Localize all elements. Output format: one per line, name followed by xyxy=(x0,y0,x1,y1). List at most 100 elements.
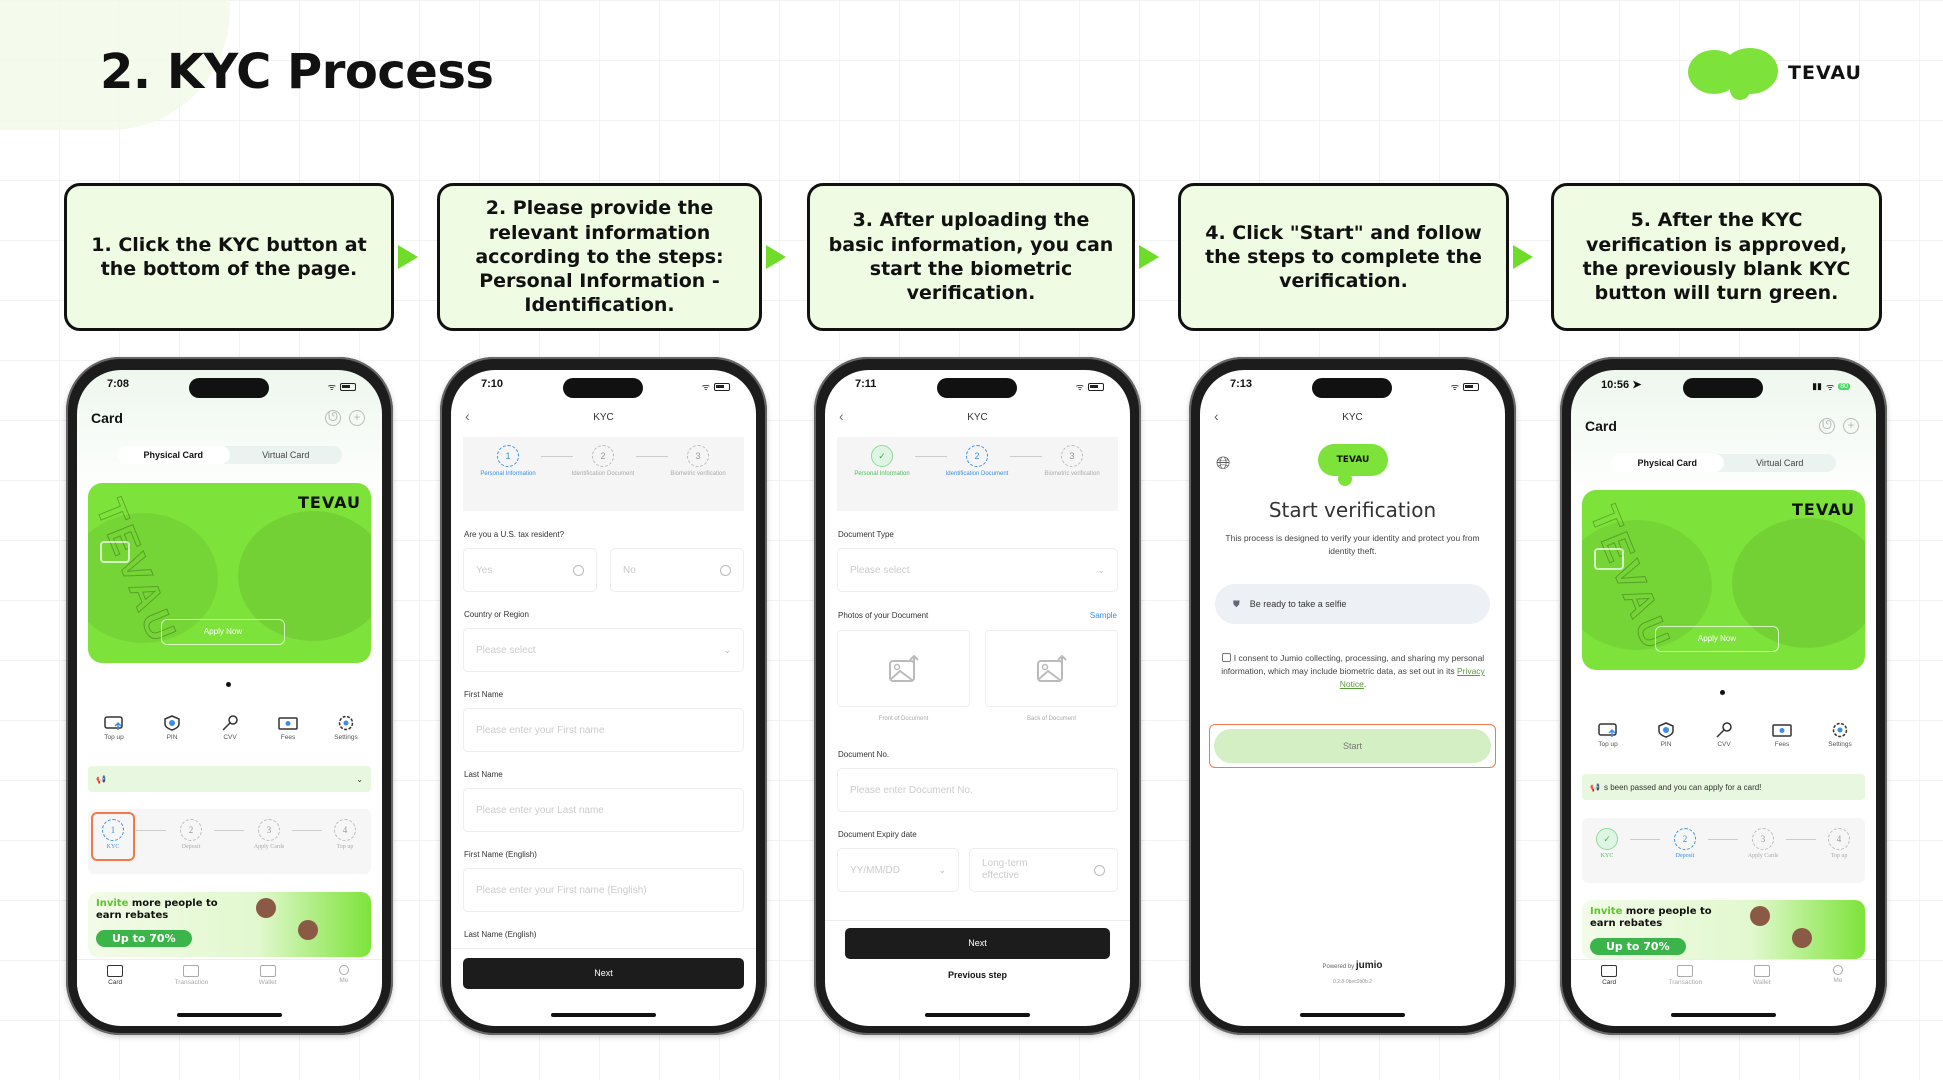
tab-wallet[interactable]: Wallet xyxy=(1732,965,1792,999)
document-number-input[interactable]: Please enter Document No. xyxy=(837,768,1118,812)
progress-kyc-done[interactable]: ✓KYC xyxy=(1582,828,1632,859)
expiry-date-select[interactable]: YY/MM/DD⌄ xyxy=(837,848,959,892)
previous-step-button[interactable]: Previous step xyxy=(947,970,1008,980)
fees-action[interactable]: Fees xyxy=(263,715,313,741)
headset-icon[interactable]: ᘎ xyxy=(325,410,341,426)
step-box-4: 4. Click "Start" and follow the steps to… xyxy=(1178,183,1509,331)
document-number-label: Document No. xyxy=(838,750,890,759)
page-title: 2. KYC Process xyxy=(100,44,494,100)
fees-action[interactable]: Fees xyxy=(1757,722,1807,748)
phone-start-verification: 7:13 ᯤ ‹ KYC 🌐︎ TEVAU Start verification… xyxy=(1189,357,1516,1035)
back-icon[interactable]: ‹ xyxy=(839,408,844,424)
notice-bar[interactable]: 📢⌄ xyxy=(88,766,371,792)
next-button[interactable]: Next xyxy=(463,958,744,989)
tab-virtual-card[interactable]: Virtual Card xyxy=(262,450,310,460)
chip-icon xyxy=(100,541,130,563)
top-up-action[interactable]: Top up xyxy=(89,715,139,741)
tax-no-option[interactable]: No xyxy=(610,548,744,592)
apply-now-button[interactable]: Apply Now xyxy=(161,619,285,645)
phone-card-home: 7:08 ᯤ Card ᘎ + Physical Card Virtual Ca… xyxy=(66,357,393,1035)
apply-now-button[interactable]: Apply Now xyxy=(1655,626,1779,652)
carousel-dot xyxy=(226,682,231,687)
upload-back[interactable] xyxy=(985,630,1118,707)
invite-banner[interactable]: Invite more people to earn rebates Up to… xyxy=(88,892,371,957)
home-indicator xyxy=(1300,1013,1405,1017)
tab-me[interactable]: Me xyxy=(1808,965,1868,999)
document-type-select[interactable]: Please select⌄ xyxy=(837,548,1118,592)
chip-icon xyxy=(1594,548,1624,570)
settings-action[interactable]: Settings xyxy=(321,715,371,741)
privacy-notice-link[interactable]: Privacy Notice xyxy=(1339,666,1485,689)
arrow-icon xyxy=(1139,245,1159,269)
notice-bar[interactable]: 📢s been passed and you can apply for a c… xyxy=(1582,774,1865,800)
tab-card[interactable]: Card xyxy=(1579,965,1639,999)
cvv-action[interactable]: CVV xyxy=(205,715,255,741)
carousel-dot xyxy=(1720,690,1725,695)
step-box-1: 1. Click the KYC button at the bottom of… xyxy=(64,183,394,331)
home-indicator xyxy=(177,1013,282,1017)
country-label: Country or Region xyxy=(464,610,529,619)
tab-me[interactable]: Me xyxy=(314,965,374,999)
add-icon[interactable]: + xyxy=(1843,418,1859,434)
step-box-2: 2. Please provide the relevant informati… xyxy=(437,183,762,331)
step-box-3: 3. After uploading the basic information… xyxy=(807,183,1135,331)
upload-front[interactable] xyxy=(837,630,970,707)
start-button[interactable]: Start xyxy=(1214,729,1491,763)
tab-physical-card[interactable]: Physical Card xyxy=(1611,454,1724,472)
sample-link[interactable]: Sample xyxy=(1089,611,1117,620)
first-name-english-input[interactable]: Please enter your First name (English) xyxy=(463,868,744,912)
pin-action[interactable]: PIN xyxy=(147,715,197,741)
tab-virtual-card[interactable]: Virtual Card xyxy=(1756,458,1804,468)
cvv-action[interactable]: CVV xyxy=(1699,722,1749,748)
add-icon[interactable]: + xyxy=(349,410,365,426)
last-name-english-label: Last Name (English) xyxy=(464,930,537,939)
selfie-hint: ⛊Be ready to take a selfie xyxy=(1215,584,1490,624)
country-select[interactable]: Please select⌄ xyxy=(463,628,744,672)
screen-title: KYC xyxy=(593,412,614,423)
consent-checkbox[interactable] xyxy=(1221,653,1231,662)
settings-action[interactable]: Settings xyxy=(1815,722,1865,748)
last-name-label: Last Name xyxy=(464,770,503,779)
image-upload-icon xyxy=(888,654,919,682)
tab-wallet[interactable]: Wallet xyxy=(238,965,298,999)
screen-title: KYC xyxy=(967,412,988,423)
verification-heading: Start verification xyxy=(1268,498,1437,522)
pin-action[interactable]: PIN xyxy=(1641,722,1691,748)
last-name-input[interactable]: Please enter your Last name xyxy=(463,788,744,832)
tab-card[interactable]: Card xyxy=(85,965,145,999)
tab-physical-card[interactable]: Physical Card xyxy=(117,446,230,464)
globe-icon[interactable]: 🌐︎ xyxy=(1216,453,1231,473)
powered-by: Powered by jumio xyxy=(1322,960,1383,971)
expiry-label: Document Expiry date xyxy=(838,830,917,839)
back-icon[interactable]: ‹ xyxy=(1214,408,1219,424)
tab-transaction[interactable]: Transaction xyxy=(161,965,221,999)
card-actions: Top up PIN CVV Fees Settings xyxy=(85,715,375,741)
arrow-icon xyxy=(1513,245,1533,269)
next-button[interactable]: Next xyxy=(845,928,1110,959)
top-up-action[interactable]: Top up xyxy=(1583,722,1633,748)
tax-yes-option[interactable]: Yes xyxy=(463,548,597,592)
tab-transaction[interactable]: Transaction xyxy=(1655,965,1715,999)
headset-icon[interactable]: ᘎ xyxy=(1819,418,1835,434)
avatar xyxy=(1792,928,1812,948)
first-name-label: First Name xyxy=(464,690,504,699)
first-name-input[interactable]: Please enter your First name xyxy=(463,708,744,752)
tevau-logo: TEVAU xyxy=(1688,44,1888,104)
chevron-down-icon: ⌄ xyxy=(723,644,731,655)
invite-banner[interactable]: Invite more people to earn rebates Up to… xyxy=(1582,900,1865,959)
bottom-tab-bar: Card Transaction Wallet Me xyxy=(1571,959,1876,999)
back-icon[interactable]: ‹ xyxy=(465,408,470,424)
status-time: 7:08 xyxy=(107,378,130,390)
status-time: 7:10 xyxy=(481,378,504,390)
long-term-option[interactable]: Long-term effective xyxy=(969,848,1118,892)
